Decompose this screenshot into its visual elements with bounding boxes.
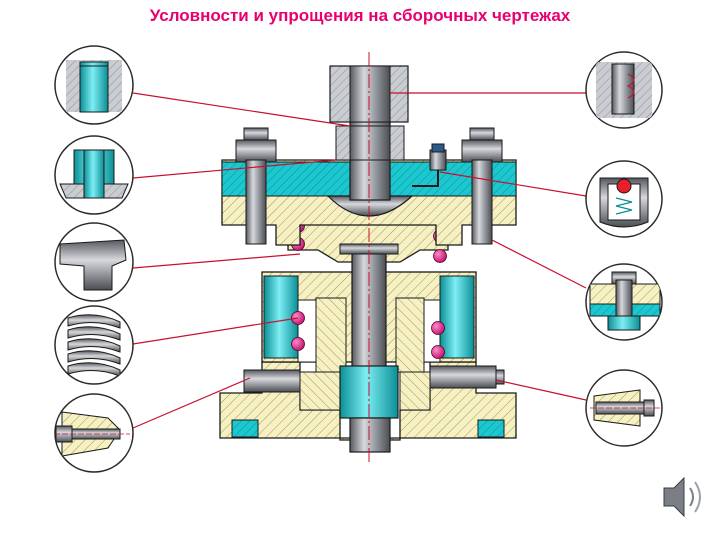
speaker-icon[interactable] [663,476,701,518]
bushing-flange-detail[interactable] [54,135,134,215]
slide-title: Условности и упрощения на сборочных черт… [149,6,571,25]
bolt-in-body-detail[interactable] [54,393,134,473]
leader-lines [132,92,587,429]
pin-detail[interactable] [585,369,663,447]
spring-detail[interactable] [54,305,134,385]
grease-cup-detail[interactable] [585,160,663,238]
shaft-end-detail[interactable] [54,222,134,302]
central-assembly [219,52,517,462]
bolt-nut-detail[interactable] [585,263,663,341]
threaded-bushing-detail[interactable] [54,45,134,125]
stud-in-body-detail[interactable] [585,51,663,129]
